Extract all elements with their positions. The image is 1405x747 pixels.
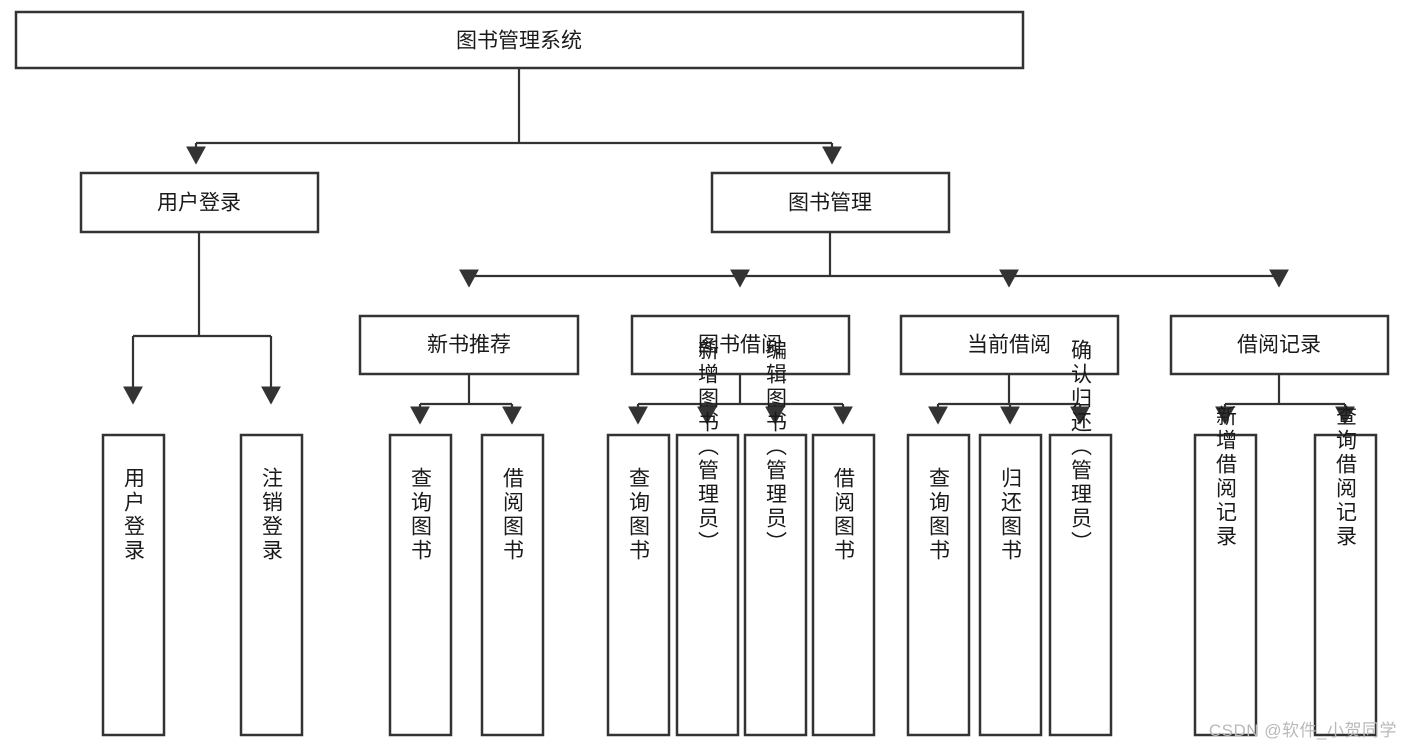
node-user-login[interactable]: 用户登录 — [79, 171, 320, 234]
leaf-current-borrow-return-book[interactable]: 归还图书 — [978, 433, 1043, 737]
leaf-box[interactable] — [606, 433, 671, 737]
leaf-label: 确认归还（管理员） — [1069, 339, 1093, 555]
node-book-management-label: 图书管理 — [788, 192, 872, 215]
node-root[interactable]: 图书管理系统 — [14, 10, 1025, 70]
node-current-borrow[interactable]: 当前借阅 — [899, 314, 1120, 376]
connector-book-borrow-to-leaves — [638, 374, 853, 423]
leaf-label: 注销登录 — [260, 467, 284, 563]
leaf-user-login-login[interactable]: 用户登录 — [101, 433, 166, 737]
leaf-box[interactable] — [101, 433, 166, 737]
leaf-box[interactable] — [388, 433, 453, 737]
leaf-book-borrow-edit-book[interactable]: 编辑图书（管理员） — [743, 339, 808, 737]
node-borrow-record-label: 借阅记录 — [1237, 334, 1321, 357]
node-new-book-recommend-label: 新书推荐 — [427, 334, 511, 357]
node-user-login-label: 用户登录 — [157, 192, 241, 215]
leaf-label: 编辑图书（管理员） — [764, 339, 788, 555]
node-root-box[interactable] — [14, 10, 1025, 70]
leaf-new-book-borrow-book[interactable]: 借阅图书 — [480, 433, 545, 737]
node-borrow-record[interactable]: 借阅记录 — [1169, 314, 1390, 376]
node-book-borrow[interactable]: 图书借阅 — [630, 314, 851, 376]
node-book-borrow-label: 图书借阅 — [698, 334, 782, 357]
leaf-box[interactable] — [239, 433, 304, 737]
leaf-label: 查询图书 — [927, 467, 951, 563]
connector-borrow-record-to-leaves — [1225, 374, 1355, 423]
leaf-borrow-record-add-record[interactable]: 新增借阅记录 — [1193, 405, 1258, 737]
connector-new-book-recommend-to-leaves — [420, 374, 522, 423]
leaf-box[interactable] — [1048, 433, 1113, 737]
node-book-management[interactable]: 图书管理 — [710, 171, 951, 234]
leaf-label: 借阅图书 — [501, 467, 525, 563]
node-root-label: 图书管理系统 — [456, 30, 582, 53]
leaf-book-borrow-add-book[interactable]: 新增图书（管理员） — [675, 339, 740, 737]
leaf-label: 新增借阅记录 — [1214, 405, 1238, 549]
leaf-label: 查询图书 — [627, 467, 651, 563]
leaf-new-book-query-book[interactable]: 查询图书 — [388, 433, 453, 737]
leaf-label: 新增图书（管理员） — [696, 339, 720, 555]
leaf-label: 用户登录 — [122, 467, 146, 563]
node-current-borrow-box[interactable] — [899, 314, 1120, 376]
leaf-box[interactable] — [978, 433, 1043, 737]
node-new-book-recommend-box[interactable] — [358, 314, 580, 376]
leaf-label: 查询借阅记录 — [1334, 405, 1358, 549]
leaf-book-borrow-borrow-book[interactable]: 借阅图书 — [811, 433, 876, 737]
connector-book-management-to-level2 — [469, 232, 1289, 286]
leaf-label: 借阅图书 — [832, 467, 856, 563]
node-new-book-recommend[interactable]: 新书推荐 — [358, 314, 580, 376]
leaf-label: 查询图书 — [409, 467, 433, 563]
leaf-book-borrow-query-book[interactable]: 查询图书 — [606, 433, 671, 737]
leaf-current-borrow-confirm-return[interactable]: 确认归还（管理员） — [1048, 339, 1113, 737]
leaf-borrow-record-query-record[interactable]: 查询借阅记录 — [1313, 405, 1378, 737]
leaf-label: 归还图书 — [999, 467, 1023, 563]
leaf-box[interactable] — [1313, 433, 1378, 737]
leaf-current-borrow-query-book[interactable]: 查询图书 — [906, 433, 971, 737]
connector-root-to-level1 — [196, 68, 842, 163]
leaf-user-login-logout[interactable]: 注销登录 — [239, 433, 304, 737]
leaf-box[interactable] — [811, 433, 876, 737]
leaf-box[interactable] — [1193, 433, 1258, 737]
leaf-box[interactable] — [675, 433, 740, 737]
leaf-box[interactable] — [906, 433, 971, 737]
connector-current-borrow-to-leaves — [938, 374, 1090, 423]
leaf-box[interactable] — [480, 433, 545, 737]
node-current-borrow-label: 当前借阅 — [967, 334, 1051, 357]
node-user-login-box[interactable] — [79, 171, 320, 234]
connector-user-login-to-leaves — [133, 232, 281, 403]
leaf-box[interactable] — [743, 433, 808, 737]
